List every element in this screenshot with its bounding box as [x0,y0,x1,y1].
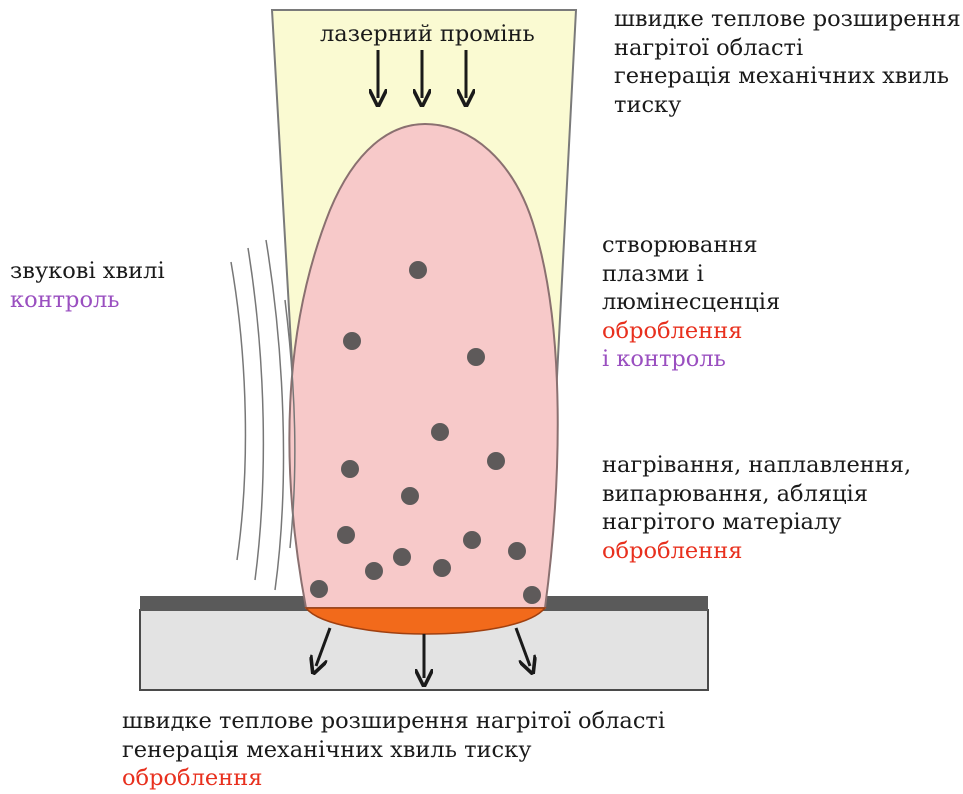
processing-tag: оброблення [122,764,665,793]
annotation-line: нагрітої області [614,34,961,63]
control-tag: і контроль [602,345,780,374]
sound-wave-icon [248,248,263,580]
particle [508,542,526,560]
particle [393,548,411,566]
particle [431,423,449,441]
annotation-line: генерація механічних хвиль [614,62,961,91]
annotation-line: генерація механічних хвиль тиску [122,736,665,765]
particle [337,526,355,544]
sound-wave-icon [266,240,284,590]
annotation-line: нагрівання, наплавлення, [602,451,911,480]
sound-waves-annotation: звукові хвилі контроль [10,257,165,314]
annotation-line: нагрітого матеріалу [602,508,911,537]
annotation-line: люмінесценція [602,288,780,317]
particle [409,261,427,279]
sound-wave-icon [231,262,245,560]
annotation-line: звукові хвилі [10,257,165,286]
particle [463,531,481,549]
top-right-annotation: швидке теплове розширення нагрітої облас… [614,5,961,119]
plasma-annotation: створювання плазми і люмінесценція оброб… [602,231,780,374]
bottom-annotation: швидке теплове розширення нагрітої облас… [122,707,665,793]
particle [341,460,359,478]
laser-beam-label: лазерний промінь [320,20,535,49]
annotation-line: тиску [614,91,961,120]
particle [310,580,328,598]
annotation-line: швидке теплове розширення [614,5,961,34]
processing-tag: оброблення [602,537,911,566]
control-tag: контроль [10,286,165,315]
heating-annotation: нагрівання, наплавлення, випарювання, аб… [602,451,911,565]
annotation-line: швидке теплове розширення нагрітої облас… [122,707,665,736]
particle [433,559,451,577]
annotation-line: створювання [602,231,780,260]
particle [401,487,419,505]
particle [487,452,505,470]
annotation-line: плазми і [602,260,780,289]
particle [365,562,383,580]
particle [343,332,361,350]
particle [467,348,485,366]
sound-waves [231,240,295,590]
particle [523,586,541,604]
processing-tag: оброблення [602,317,780,346]
annotation-line: випарювання, абляція [602,480,911,509]
